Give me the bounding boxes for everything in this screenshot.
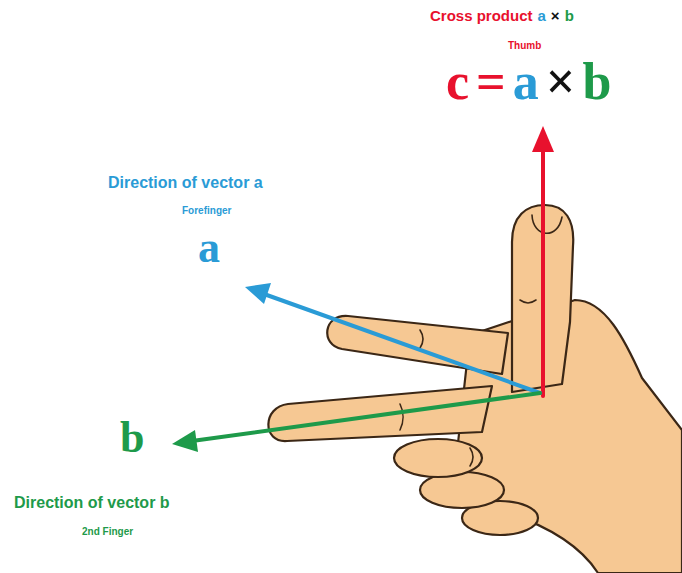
- equation-symbol: ×: [546, 56, 576, 108]
- arrow-head: [245, 283, 271, 304]
- heading-symbol: ×: [551, 8, 560, 25]
- arrow-head: [172, 430, 198, 452]
- knuckle-line: [420, 330, 423, 348]
- heading-text: Cross product: [430, 8, 533, 25]
- heading-symbol: b: [565, 8, 574, 25]
- knuckle-line: [520, 300, 536, 303]
- finger-name: Thumb: [508, 40, 541, 51]
- equation-row: c=a×b: [446, 56, 611, 108]
- equation-symbol: a: [513, 56, 539, 108]
- arrow-head: [532, 126, 554, 152]
- vector-symbol: b: [120, 416, 144, 460]
- finger-name: Forefinger: [182, 205, 231, 216]
- equation-symbol: c: [446, 56, 469, 108]
- finger-name: 2nd Finger: [82, 526, 133, 537]
- label-row: a: [198, 226, 220, 270]
- heading-row: Cross product a × b: [430, 8, 574, 25]
- direction-label: Direction of vector b: [14, 494, 170, 512]
- label-row: Direction of vector b: [14, 494, 170, 512]
- label-row: Thumb: [508, 40, 541, 51]
- label-row: b: [120, 416, 144, 460]
- label-row: Direction of vector a: [108, 174, 263, 192]
- label-row: 2nd Finger: [82, 526, 133, 537]
- thumb-nail: [532, 215, 562, 233]
- knuckle-line: [400, 404, 403, 430]
- direction-label: Direction of vector a: [108, 174, 263, 192]
- knuckle-line: [470, 448, 473, 466]
- label-row: Forefinger: [182, 205, 231, 216]
- heading-symbol: a: [538, 8, 546, 25]
- equation-symbol: b: [582, 56, 611, 108]
- vector-c-arrow: [541, 146, 545, 396]
- equation-symbol: =: [476, 56, 506, 108]
- vector-symbol: a: [198, 226, 220, 270]
- curled-finger: [394, 439, 482, 477]
- vector-a-arrow: [264, 294, 540, 393]
- vector-b-arrow: [192, 393, 540, 441]
